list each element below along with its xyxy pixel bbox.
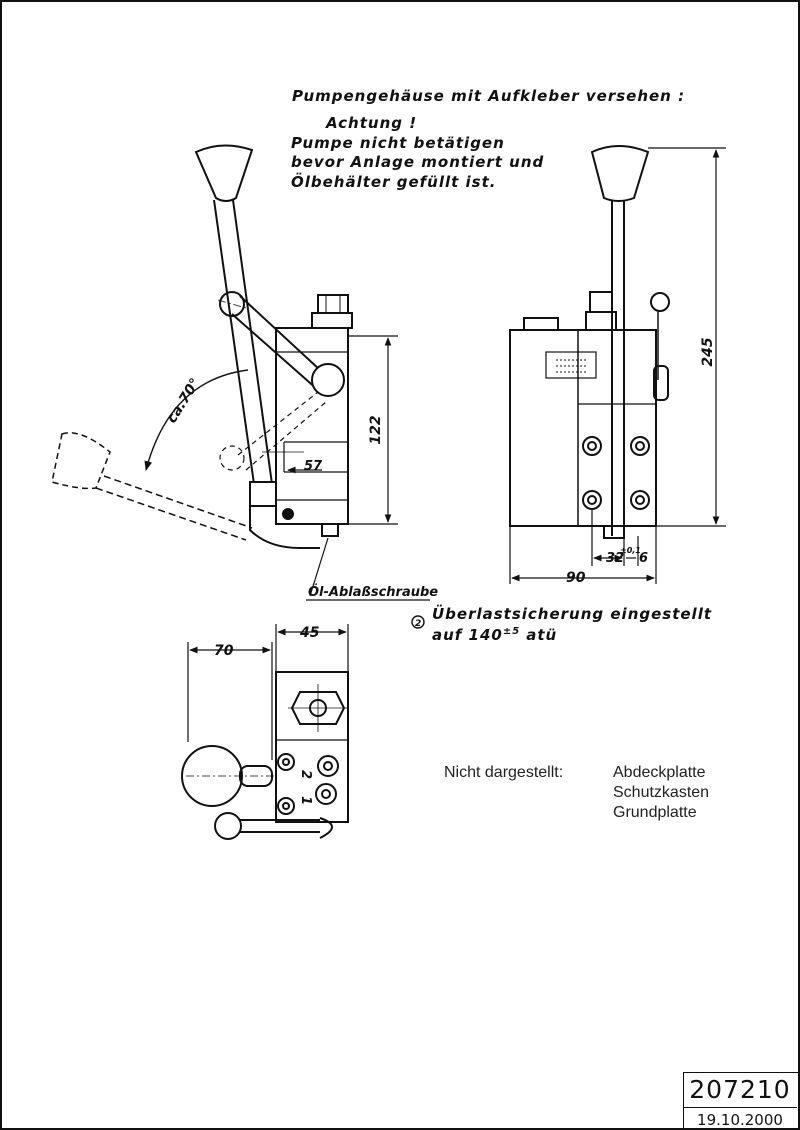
dim-122 bbox=[348, 335, 398, 525]
port-2-label: 2 bbox=[298, 770, 313, 779]
dim-6-label: 6 bbox=[639, 551, 648, 566]
not-shown-item: Grundplatte bbox=[613, 804, 697, 821]
sticker-line-4: Ölbehälter gefüllt ist. bbox=[291, 172, 496, 191]
sticker-line-2: Pumpe nicht betätigen bbox=[291, 134, 505, 152]
dim-90 bbox=[509, 526, 657, 584]
dim-45-label: 45 bbox=[299, 625, 320, 641]
title-block-divider bbox=[684, 1107, 797, 1108]
oil-drain-leader bbox=[306, 537, 430, 601]
dim-32-label: 32 bbox=[606, 551, 624, 566]
dim-122-label: 122 bbox=[368, 415, 384, 444]
port-1-label: 1 bbox=[298, 796, 313, 805]
not-shown-label: Nicht dargestellt: bbox=[444, 764, 564, 781]
not-shown-item: Abdeckplatte bbox=[613, 764, 706, 781]
sticker-line-3: bevor Anlage montiert und bbox=[291, 153, 544, 171]
dim-90-label: 90 bbox=[566, 570, 586, 586]
dim-70 bbox=[187, 642, 273, 760]
drawing-number: 207210 bbox=[689, 1075, 791, 1104]
not-shown-item: Schutzkasten bbox=[613, 784, 710, 801]
dim-45 bbox=[275, 624, 349, 672]
angle-label: ca.70° bbox=[164, 376, 204, 426]
overload-marker: 2 bbox=[415, 619, 421, 629]
dim-57-label: 57 bbox=[304, 459, 323, 474]
side-view bbox=[51, 144, 353, 549]
title-block: 207210 19.10.2000 bbox=[683, 1072, 798, 1129]
oil-drain-label: Öl-Ablaßschraube bbox=[308, 584, 438, 600]
front-view bbox=[509, 145, 670, 539]
sticker-warning: Achtung ! bbox=[325, 114, 417, 132]
drawing-date: 19.10.2000 bbox=[697, 1111, 783, 1129]
dim-32-6 bbox=[591, 510, 639, 566]
dim-245 bbox=[648, 147, 726, 527]
dim-245-label: 245 bbox=[700, 337, 716, 366]
top-view bbox=[181, 671, 349, 840]
sticker-header: Pumpengehäuse mit Aufkleber versehen : bbox=[292, 87, 685, 105]
dim-32-tolerance: ±0,1 bbox=[620, 546, 641, 555]
dim-70-label: 70 bbox=[214, 643, 234, 659]
overload-marker-circle bbox=[411, 615, 425, 629]
overload-line-1: Überlastsicherung eingestellt bbox=[432, 604, 712, 623]
